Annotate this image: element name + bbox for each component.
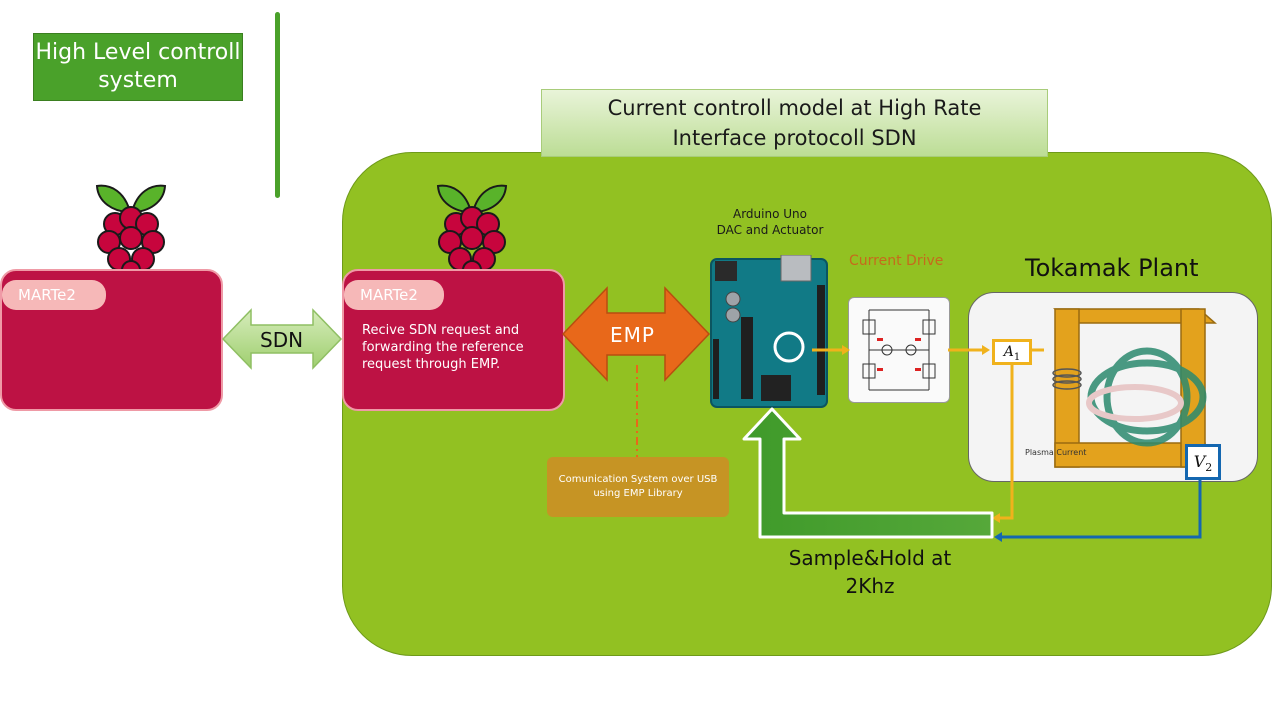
header-line-2: Interface protocoll SDN	[672, 126, 917, 150]
emp-label: EMP	[610, 323, 655, 347]
tokamak-title: Tokamak Plant	[1025, 254, 1199, 282]
a1-subscript: 1	[1013, 351, 1021, 363]
sample-hold-line-1: Sample&Hold at	[788, 546, 952, 570]
emp-double-arrow	[561, 286, 711, 382]
current-drive-label: Current Drive	[849, 253, 944, 269]
hierarchy-divider	[275, 12, 280, 198]
marte2-label-left: MARTe2	[2, 280, 106, 310]
high-level-control-box: High Level controll system	[33, 33, 243, 101]
current-drive-circuit	[848, 297, 950, 403]
sample-hold-line-2: 2Khz	[845, 574, 895, 598]
arduino-label-line-2: DAC and Actuator	[716, 223, 824, 237]
marte2-description: Recive SDN request and forwarding the re…	[362, 323, 524, 372]
marte2-label-right: MARTe2	[344, 280, 444, 310]
v2-sensor-box: V2	[1185, 444, 1221, 480]
tokamak-image: Plasma Current	[1025, 308, 1217, 468]
sample-hold-feedback-arrow	[742, 407, 994, 539]
a1-label: A	[1003, 344, 1014, 360]
raspberry-pi-icon-left	[95, 184, 167, 280]
raspberry-pi-icon-right	[436, 184, 508, 280]
high-level-label: High Level controll system	[35, 40, 241, 93]
model-header: Current controll model at High Rate Inte…	[541, 89, 1048, 157]
signal-lines	[812, 345, 1202, 542]
sample-hold-label: Sample&Hold at 2Khz	[770, 544, 970, 600]
plasma-current-label: Plasma Current	[1025, 448, 1086, 457]
arduino-label-line-1: Arduino Uno	[733, 207, 807, 221]
emp-connector-line	[636, 365, 638, 457]
communication-system-box: Comunication System over USB using EMP L…	[547, 457, 729, 517]
v2-subscript: 2	[1205, 461, 1213, 475]
current-drive-schematic-image	[862, 309, 936, 391]
v2-label: V	[1193, 452, 1206, 471]
sdn-double-arrow	[221, 308, 343, 370]
a1-sensor-box: A1	[992, 339, 1032, 365]
sdn-label: SDN	[260, 328, 304, 352]
header-line-1: Current controll model at High Rate	[607, 96, 982, 120]
arduino-label: Arduino Uno DAC and Actuator	[690, 206, 850, 238]
communication-system-text: Comunication System over USB using EMP L…	[558, 474, 718, 499]
arduino-board-image	[710, 255, 828, 408]
